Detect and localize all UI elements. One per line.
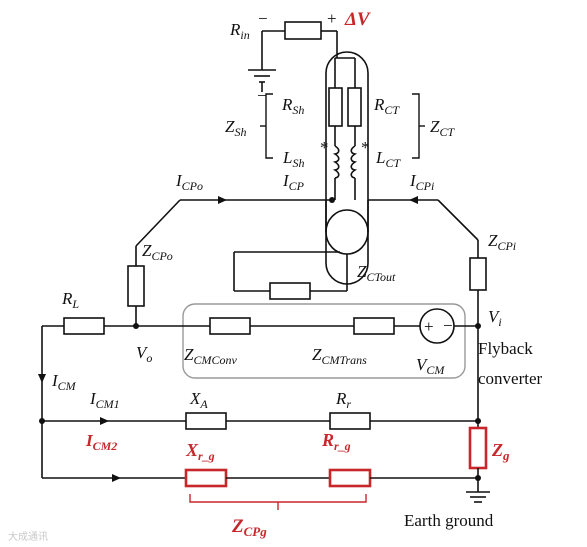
z-cmconv-label: ZCMConv — [184, 345, 237, 367]
i-cpi-label: ICPi — [409, 171, 434, 193]
delta-v-label: ΔV — [344, 9, 371, 30]
r-in-label: Rin — [229, 20, 250, 42]
r-ct-resistor — [347, 87, 362, 127]
z-cpg-bracket — [189, 494, 367, 510]
ground-minus-sign: − — [257, 86, 267, 105]
z-cpo-label: ZCPo — [142, 241, 173, 263]
dot-mark-left: * — [320, 138, 329, 157]
v-i-label: Vi — [488, 307, 502, 329]
current-probe — [233, 51, 369, 300]
z-cmtrans-label: ZCMTrans — [312, 345, 367, 367]
r-rg-label: Rr_g — [321, 430, 351, 453]
z-cpg-label: ZCPg — [231, 516, 267, 539]
z-cmtrans-resistor — [353, 317, 395, 335]
z-cpi-resistor — [469, 257, 487, 291]
z-g-branch — [466, 426, 490, 503]
z-g-resistor — [468, 426, 488, 470]
i-cpo-label: ICPo — [175, 171, 203, 193]
z-ct-bracket — [412, 93, 425, 159]
r-ct-label: RCT — [373, 95, 400, 117]
z-sh-bracket — [260, 93, 273, 159]
v-o-label: Vo — [136, 343, 152, 365]
node-vo — [133, 323, 139, 329]
probe-node-left — [329, 197, 335, 203]
r-in-resistor — [284, 21, 322, 40]
r-sh-resistor — [328, 87, 343, 127]
v-cm-minus: − — [443, 316, 453, 335]
z-ctout-label: ZCTout — [357, 262, 396, 284]
x-rg-label: Xr_g — [185, 440, 215, 463]
z-cmconv-resistor — [209, 317, 251, 335]
v-cm-label: VCM — [416, 355, 445, 377]
flyback-label: Flyback — [478, 339, 533, 358]
node-cm-split — [39, 418, 45, 424]
converter-label: converter — [478, 369, 543, 388]
x-a-label: XA — [189, 389, 208, 411]
cpi-path — [368, 196, 487, 326]
l-ct-label: LCT — [375, 148, 401, 170]
dot-mark-right: * — [361, 138, 370, 157]
node-vi-lower — [475, 418, 481, 424]
l-sh-inductor — [332, 145, 340, 179]
x-a-element — [185, 412, 227, 430]
z-ctout-resistor — [269, 282, 311, 300]
plus-sign: + — [327, 9, 337, 28]
r-r-resistor — [329, 412, 371, 430]
cm2-row — [42, 468, 478, 488]
v-cm-plus: + — [424, 317, 434, 336]
i-cm1-label: ICM1 — [89, 389, 120, 411]
node-ground-join — [475, 475, 481, 481]
earth-ground-label: Earth ground — [404, 511, 494, 530]
l-sh-label: LSh — [282, 148, 304, 170]
minus-sign: − — [258, 9, 268, 28]
node-vi — [475, 323, 481, 329]
common-mode-group-box — [182, 303, 466, 379]
z-sh-label: ZSh — [225, 117, 246, 139]
input-resistor-branch — [248, 21, 338, 92]
r-l-resistor — [63, 317, 105, 335]
cm1-row — [42, 412, 478, 430]
r-sh-label: RSh — [281, 95, 304, 117]
r-l-label: RL — [61, 289, 79, 311]
i-cm2-label: ICM2 — [85, 431, 117, 453]
z-cpo-resistor — [127, 265, 145, 307]
watermark-text: 大成通讯 — [8, 530, 48, 543]
z-cpi-label: ZCPi — [488, 231, 516, 253]
z-g-label: Zg — [491, 440, 510, 463]
r-r-label: Rr — [335, 389, 351, 411]
l-ct-inductor — [350, 145, 358, 179]
i-cm-label: ICM — [51, 371, 77, 393]
z-ct-label: ZCT — [430, 117, 455, 139]
cpo-path — [127, 196, 332, 326]
i-cp-label: ICP — [282, 171, 305, 193]
r-rg-resistor — [328, 468, 372, 488]
main-row — [38, 308, 479, 478]
x-rg-element — [184, 468, 228, 488]
